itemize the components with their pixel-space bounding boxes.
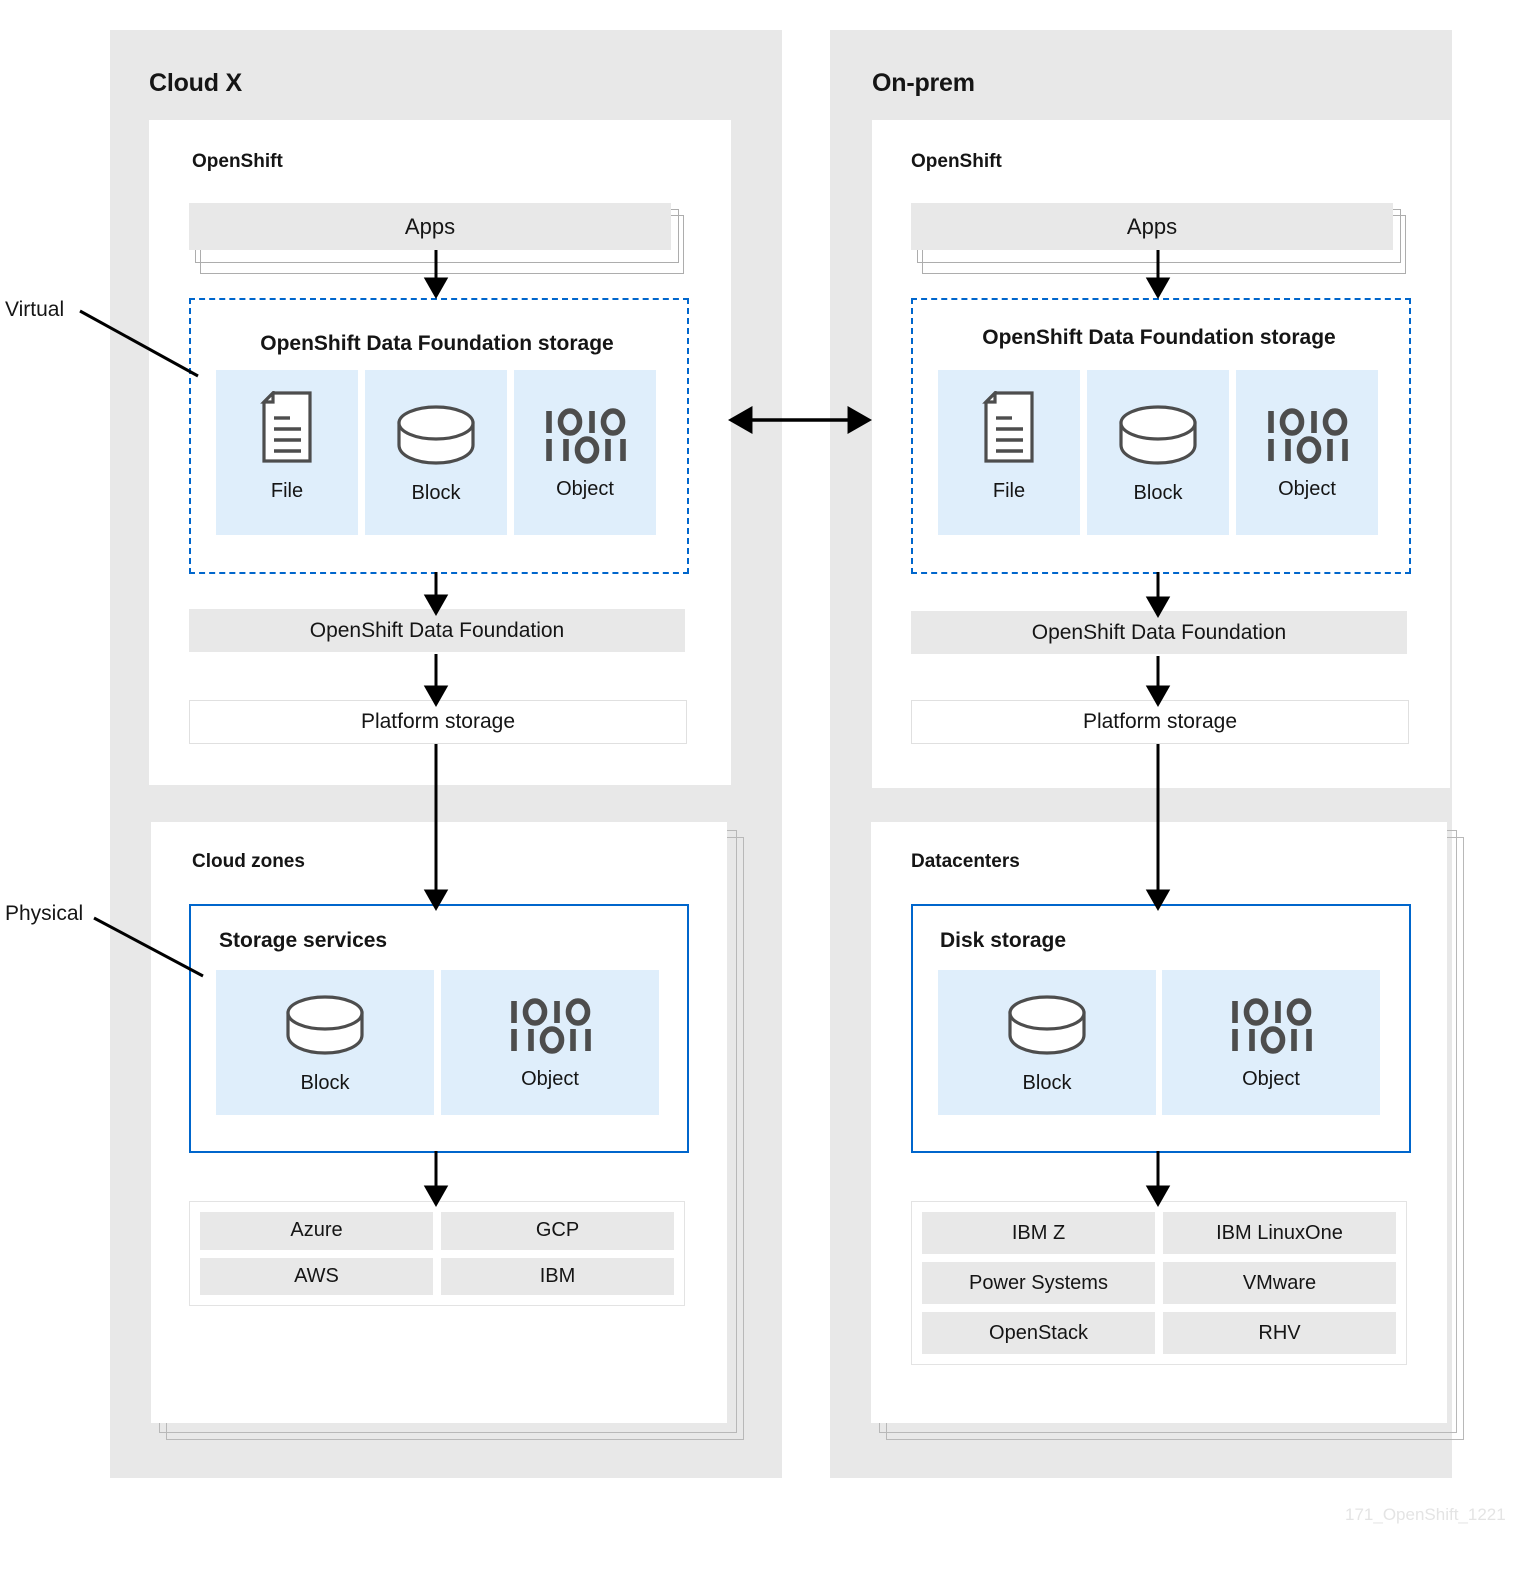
right-service-tile-object-label: Object (1242, 1068, 1300, 1090)
vendor-chip[interactable]: Power Systems (922, 1262, 1155, 1304)
right-service-tile-block[interactable]: Block (938, 970, 1156, 1115)
binary-icon (1264, 408, 1350, 469)
vendor-chip[interactable]: Azure (200, 1212, 433, 1250)
right-tile-file[interactable]: File (938, 370, 1080, 535)
left-tile-file-label: File (270, 480, 304, 502)
vendor-chip[interactable]: IBM LinuxOne (1163, 1212, 1396, 1254)
left-service-tile-block[interactable]: Block (216, 970, 434, 1115)
left-tile-block-label: Block (411, 482, 461, 504)
left-platform-storage-bar[interactable]: Platform storage (189, 700, 687, 744)
left-service-tile-object-label: Object (521, 1068, 579, 1090)
vendor-chip[interactable]: VMware (1163, 1262, 1396, 1304)
label-virtual: Virtual (5, 298, 65, 321)
left-cloudzones-title: Cloud zones (192, 851, 305, 872)
cylinder-icon (395, 404, 477, 471)
right-disk-storage-heading: Disk storage (940, 929, 1067, 952)
left-odf-bar-label: OpenShift Data Foundation (309, 618, 565, 642)
binary-icon (542, 408, 628, 469)
vendor-chip[interactable]: IBM (441, 1257, 674, 1295)
right-tile-object-label: Object (1278, 478, 1336, 500)
label-physical: Physical (5, 902, 84, 925)
vendor-chip[interactable]: OpenStack (922, 1312, 1155, 1354)
vendor-chip[interactable]: GCP (441, 1212, 674, 1250)
right-service-tile-block-label: Block (1022, 1072, 1072, 1094)
left-platform-storage-label: Platform storage (360, 710, 516, 733)
right-platform-storage-bar[interactable]: Platform storage (911, 700, 1409, 744)
right-tile-file-label: File (992, 480, 1026, 502)
left-odf-storage-heading: OpenShift Data Foundation storage (260, 332, 614, 355)
left-openshift-card-title: OpenShift (192, 151, 283, 172)
binary-icon (1228, 998, 1314, 1059)
left-odf-storage-box (189, 298, 689, 574)
right-service-tile-object[interactable]: Object (1162, 970, 1380, 1115)
document-icon (260, 389, 314, 468)
left-tile-object[interactable]: Object (514, 370, 656, 535)
cylinder-icon (284, 994, 366, 1061)
right-tile-object[interactable]: Object (1236, 370, 1378, 535)
right-odf-storage-box (911, 298, 1411, 574)
left-tile-file[interactable]: File (216, 370, 358, 535)
right-openshift-card-title: OpenShift (911, 151, 1002, 172)
right-platform-storage-label: Platform storage (1082, 710, 1238, 733)
left-apps-box[interactable]: Apps (189, 203, 671, 250)
cylinder-icon (1006, 994, 1088, 1061)
right-datacenters-title: Datacenters (911, 851, 1020, 872)
left-storage-services-heading: Storage services (219, 929, 388, 952)
right-apps-box[interactable]: Apps (911, 203, 1393, 250)
left-apps-label: Apps (404, 213, 456, 239)
right-tile-block[interactable]: Block (1087, 370, 1229, 535)
left-tile-object-label: Object (556, 478, 614, 500)
right-tile-block-label: Block (1133, 482, 1183, 504)
right-odf-bar[interactable]: OpenShift Data Foundation (911, 611, 1407, 654)
watermark: 171_OpenShift_1221 (1345, 1505, 1506, 1524)
right-apps-label: Apps (1126, 213, 1178, 239)
right-odf-bar-label: OpenShift Data Foundation (1031, 620, 1287, 644)
region-on-prem-title: On-prem (872, 69, 975, 97)
left-cloudzones-card (151, 822, 727, 1423)
left-service-tile-block-label: Block (300, 1072, 350, 1094)
left-service-tile-object[interactable]: Object (441, 970, 659, 1115)
cylinder-icon (1117, 404, 1199, 471)
vendor-chip[interactable]: RHV (1163, 1312, 1396, 1354)
vendor-chip[interactable]: AWS (200, 1257, 433, 1295)
vendor-chip[interactable]: IBM Z (922, 1212, 1155, 1254)
region-cloud-x-title: Cloud X (149, 69, 243, 97)
left-odf-bar[interactable]: OpenShift Data Foundation (189, 609, 685, 652)
left-vendor-grid: Azure GCP AWS IBM (189, 1201, 685, 1306)
document-icon (982, 389, 1036, 468)
right-vendor-grid: IBM Z IBM LinuxOne Power Systems VMware … (911, 1201, 1407, 1365)
binary-icon (507, 998, 593, 1059)
right-odf-storage-heading: OpenShift Data Foundation storage (982, 326, 1336, 349)
left-tile-block[interactable]: Block (365, 370, 507, 535)
